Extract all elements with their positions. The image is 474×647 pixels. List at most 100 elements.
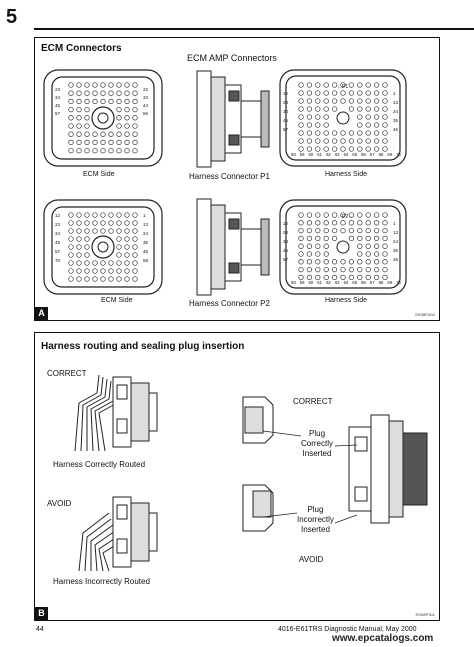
connector-pin (68, 147, 74, 154)
connector-pin (382, 82, 388, 88)
p1-hs-bottom-pin: 69 (387, 152, 393, 157)
connector-pin (348, 82, 355, 88)
connector-pin (68, 123, 74, 129)
connector-pin (323, 138, 329, 144)
p2-hs-bottom-pin: 68 (378, 280, 384, 285)
connector-pin (315, 130, 321, 136)
connector-pin (84, 220, 90, 226)
connector-pin (365, 122, 371, 128)
p1-hs-pin-left-0: 12 (283, 91, 289, 96)
p2-ecm-side-connector (43, 199, 163, 295)
connector-pin (365, 130, 371, 136)
connector-pin (323, 235, 329, 242)
connector-pin (76, 115, 82, 121)
connector-pin (382, 251, 388, 257)
p2-ecm-pin-right-2: 24 (143, 231, 149, 236)
connector-pin (331, 146, 338, 152)
connector-pin (382, 274, 388, 281)
connector-pin (348, 274, 355, 281)
p2-hs-top-label: ←P2→ (337, 214, 354, 220)
connector-pin (124, 260, 130, 266)
connector-pin (100, 98, 106, 105)
connector-pin (382, 98, 388, 104)
connector-pin (373, 130, 380, 136)
p1-harness-connector-label: Harness Connector P1 (189, 172, 270, 181)
connector-pin (348, 220, 355, 226)
connector-pin (84, 82, 90, 88)
p1-ecm-pin-left-1: 34 (55, 95, 61, 100)
connector-pin (84, 131, 90, 137)
connector-pin (298, 106, 304, 112)
connector-pin (108, 268, 114, 274)
connector-pin (373, 138, 380, 144)
connector-pin (298, 130, 304, 136)
p2-ecm-pin-right-3: 35 (143, 240, 149, 245)
p2-hs-pin-left-2: 34 (283, 239, 289, 244)
connector-pin (132, 131, 138, 137)
connector-pin (124, 139, 130, 146)
p2-hs-bottom-pin: 70 (396, 280, 401, 285)
p2-harness-connector-profile (196, 198, 270, 296)
connector-pin (116, 260, 122, 266)
connector-pin (323, 251, 329, 257)
p1-hs-pin-left-1: 23 (283, 100, 289, 105)
connector-pin (298, 138, 304, 144)
connector-pin (340, 146, 346, 152)
connector-pin (68, 106, 74, 113)
connector-pin (124, 106, 130, 113)
harness-correct-diagram (74, 374, 158, 452)
connector-pin (92, 276, 98, 282)
plug-incorrect-line3: Inserted (301, 525, 330, 534)
connector-pin (92, 90, 98, 96)
connector-pin (116, 268, 122, 274)
connector-pin (365, 220, 371, 226)
connector-pin (298, 114, 304, 120)
connector-pin (124, 268, 130, 274)
connector-pin (76, 276, 82, 282)
connector-pin (382, 266, 388, 273)
connector-pin (68, 90, 74, 96)
connector-pin (68, 244, 74, 250)
connector-pin (108, 82, 114, 88)
connector-pin (298, 259, 304, 265)
connector-pin (315, 274, 321, 281)
connector-pin (298, 274, 304, 281)
connector-pin (373, 259, 380, 265)
connector-pin (315, 227, 321, 234)
connector-pin (348, 138, 355, 144)
connector-pin (124, 90, 130, 96)
correct-label-right: CORRECT (293, 397, 333, 406)
connector-pin (357, 138, 363, 144)
plug-correct-line2: Correctly (301, 439, 334, 448)
connector-pin (306, 90, 313, 96)
connector-pin (68, 268, 74, 274)
connector-pin (306, 82, 313, 88)
avoid-label-left: AVOID (47, 499, 72, 508)
p1-hs-bottom-pin: 60 (308, 152, 314, 157)
connector-pin (100, 260, 106, 266)
connector-pin (116, 139, 122, 146)
connector-pin (132, 147, 138, 154)
connector-pin (116, 106, 122, 113)
p2-harness-connector-label: Harness Connector P2 (189, 299, 270, 308)
connector-pin (116, 115, 122, 121)
panel-a-subtitle: ECM AMP Connectors (187, 53, 277, 63)
p2-ecm-pin-right-0: 1 (143, 213, 146, 218)
connector-pin (124, 228, 130, 234)
p2-hs-bottom-pin: 63 (334, 280, 340, 285)
connector-pin (315, 259, 321, 265)
connector-pin (348, 106, 355, 112)
p2-hs-pin-left-1: 23 (283, 230, 289, 235)
connector-pin (132, 82, 138, 88)
connector-pin (92, 260, 98, 266)
connector-pin (365, 235, 371, 242)
connector-pin (357, 274, 363, 281)
p2-ecm-pin-left-1: 23 (55, 222, 61, 227)
connector-pin (76, 90, 82, 96)
plug-correct-line3: Inserted (302, 449, 332, 458)
connector-pin (124, 220, 130, 226)
connector-pin (116, 131, 122, 137)
connector-pin (382, 146, 388, 152)
connector-pin (76, 236, 82, 242)
connector-pin (357, 146, 363, 152)
